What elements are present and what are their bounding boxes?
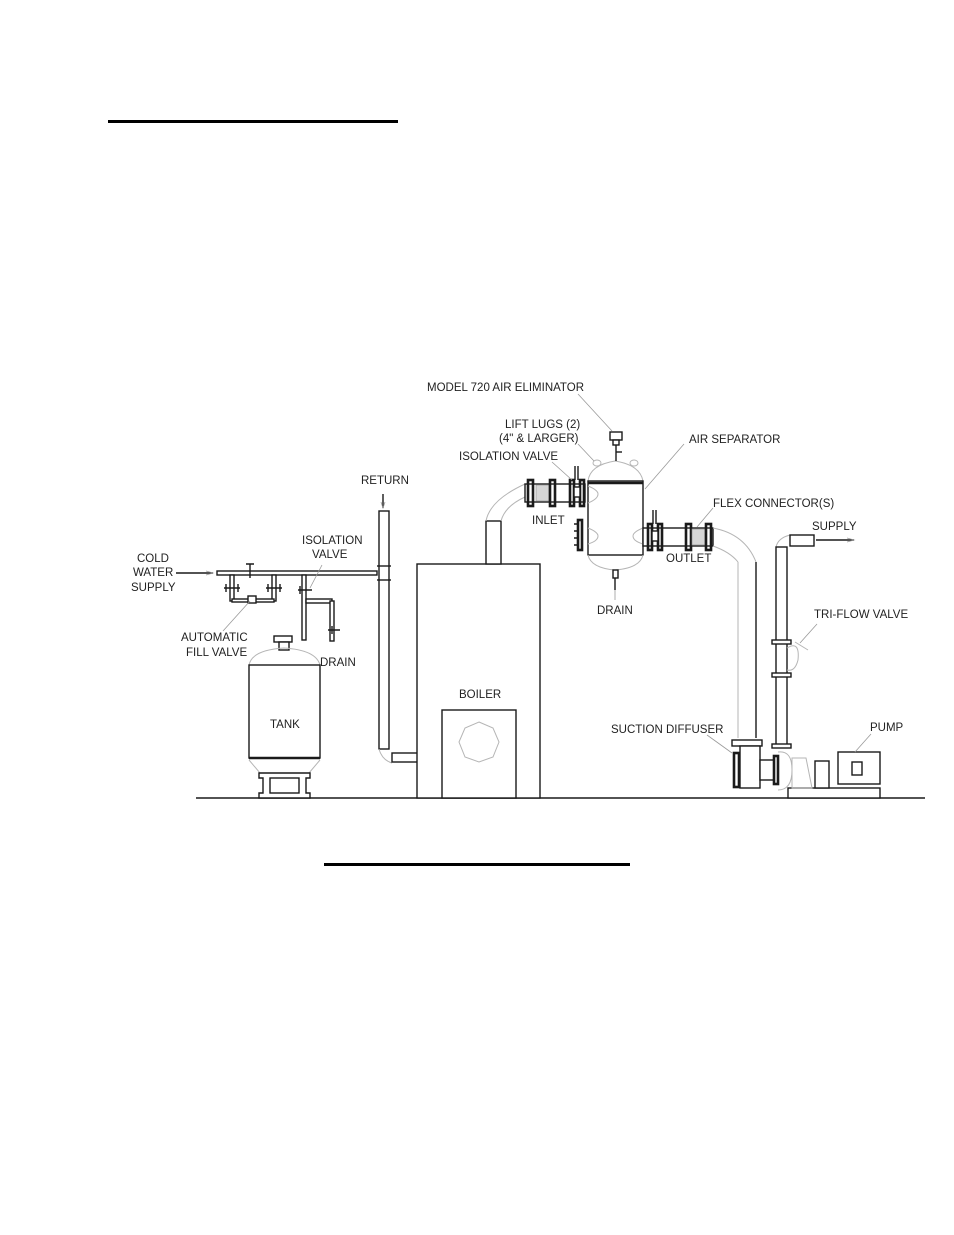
label-auto-fill-line2: FILL VALVE <box>186 647 247 659</box>
outlet-piping <box>642 510 757 738</box>
return-pipe <box>377 494 419 764</box>
label-lift-lugs-line2: (4" & LARGER) <box>499 433 579 445</box>
boiler <box>416 483 541 799</box>
label-suction-diffuser: SUCTION DIFFUSER <box>611 724 723 736</box>
air-separator <box>574 431 644 590</box>
label-inlet: INLET <box>532 515 565 527</box>
label-return: RETURN <box>361 475 409 487</box>
label-tank: TANK <box>270 719 300 731</box>
label-cold-water-line3: SUPPLY <box>131 582 176 594</box>
heading-underline-top <box>108 120 398 123</box>
label-drain-tank: DRAIN <box>320 657 356 669</box>
label-auto-fill-line1: AUTOMATIC <box>181 632 248 644</box>
leader-lines <box>222 393 872 754</box>
label-outlet: OUTLET <box>666 553 711 565</box>
label-supply: SUPPLY <box>812 521 857 533</box>
label-flex-connectors: FLEX CONNECTOR(S) <box>713 498 834 510</box>
label-drain-separator: DRAIN <box>597 605 633 617</box>
heading-underline-bottom <box>324 863 630 866</box>
expansion-tank <box>248 635 321 799</box>
label-boiler: BOILER <box>459 689 501 701</box>
label-air-eliminator: MODEL 720 AIR ELIMINATOR <box>427 382 584 394</box>
label-cold-water-line1: COLD <box>137 553 169 565</box>
label-pump: PUMP <box>870 722 904 734</box>
inlet-piping <box>524 466 586 508</box>
label-lift-lugs-line1: LIFT LUGS (2) <box>505 419 580 431</box>
cold-water-piping <box>176 563 378 642</box>
label-isolation-valve-inlet: ISOLATION VALVE <box>459 451 558 463</box>
label-isolation-valve-fill-line2: VALVE <box>312 549 348 561</box>
label-air-separator: AIR SEPARATOR <box>689 434 780 446</box>
pump-assembly <box>731 739 881 799</box>
supply-riser <box>771 534 856 749</box>
label-cold-water-line2: WATER <box>133 567 173 579</box>
label-isolation-valve-fill-line1: ISOLATION <box>302 535 363 547</box>
label-tri-flow-valve: TRI-FLOW VALVE <box>814 609 908 621</box>
